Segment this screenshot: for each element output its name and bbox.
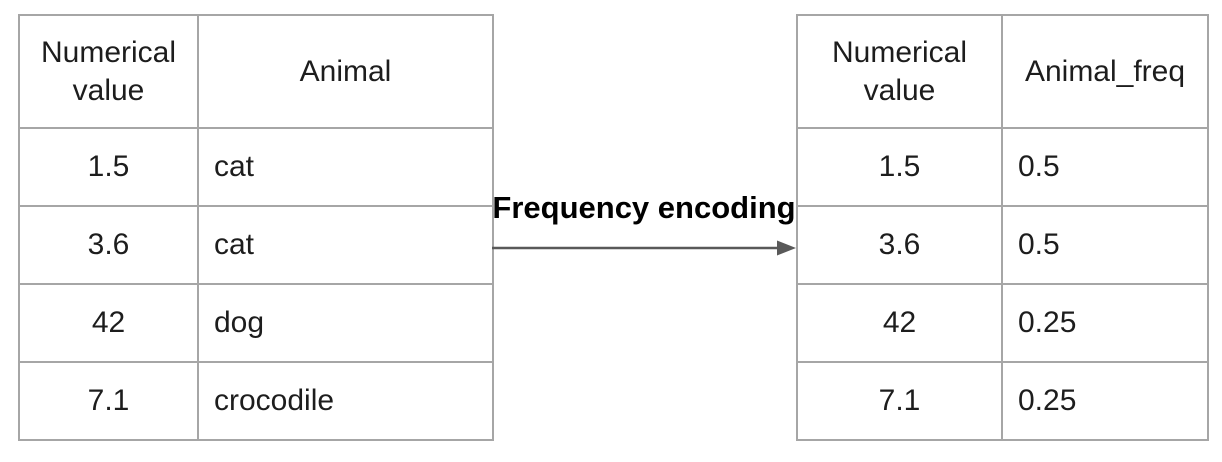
table-row: 42 0.25 [796,283,1209,363]
frequency-encoding-label: Frequency encoding [492,190,796,225]
numerical-value-header-label: Numerical value [831,35,968,107]
table-row: 7.1 0.25 [796,361,1209,441]
animal-freq-header-label: Animal_freq [1024,54,1186,88]
table-row: 3.6 cat [18,205,494,285]
right-arrow-icon [492,240,796,256]
numerical-value-cell: 42 [796,283,1003,363]
numerical-value-cell: 7.1 [796,361,1003,441]
animal-cell: cat [197,127,494,207]
animal-cell: cat [197,205,494,285]
animal-freq-cell: 0.5 [1001,127,1209,207]
table-row: 1.5 0.5 [796,127,1209,207]
frequency-encoded-table: Numerical value Animal_freq 1.5 0.5 3.6 … [796,14,1209,441]
table-row: 7.1 crocodile [18,361,494,441]
numerical-value-cell: 1.5 [18,127,199,207]
animal-cell: crocodile [197,361,494,441]
animal-freq-header: Animal_freq [1001,14,1209,129]
numerical-value-cell: 3.6 [796,205,1003,285]
transform-zone: Frequency encoding [492,0,796,462]
table-row: 42 dog [18,283,494,363]
animal-freq-cell: 0.5 [1001,205,1209,285]
table-row: 1.5 cat [18,127,494,207]
numerical-value-cell: 7.1 [18,361,199,441]
numerical-value-cell: 3.6 [18,205,199,285]
animal-freq-cell: 0.25 [1001,283,1209,363]
animal-freq-cell: 0.25 [1001,361,1209,441]
animal-header-label: Animal [299,54,392,88]
table-row: 3.6 0.5 [796,205,1209,285]
numerical-value-header: Numerical value [18,14,199,129]
header-row: Numerical value Animal_freq [796,14,1209,129]
numerical-value-header: Numerical value [796,14,1003,129]
animal-header: Animal [197,14,494,129]
numerical-value-cell: 1.5 [796,127,1003,207]
animal-cell: dog [197,283,494,363]
arrow-head [777,240,796,256]
numerical-value-header-label: Numerical value [40,35,177,107]
header-row: Numerical value Animal [18,14,494,129]
original-table: Numerical value Animal 1.5 cat 3.6 cat 4… [18,14,494,441]
numerical-value-cell: 42 [18,283,199,363]
